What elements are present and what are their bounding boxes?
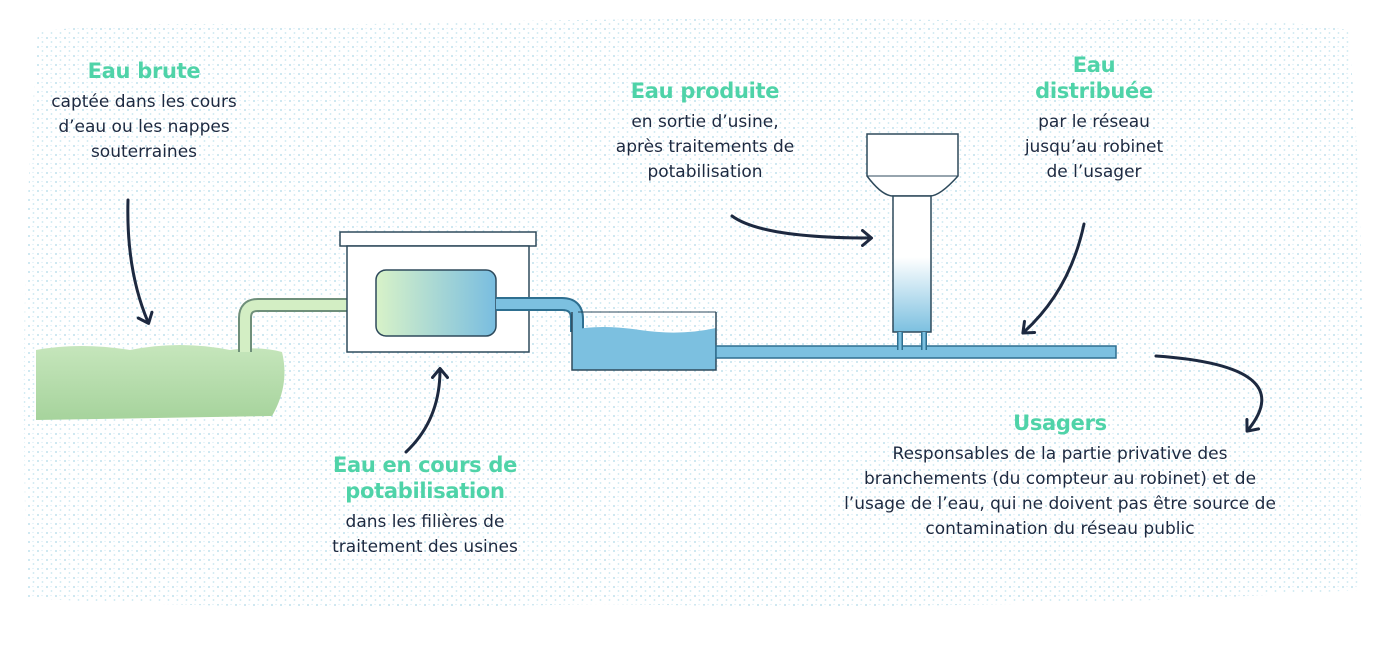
label-raw-water-title: Eau brute [87,59,201,83]
reservoir-basin [571,311,717,371]
label-produced: Eau produite en sortie d’usine, après tr… [580,78,830,185]
label-distributed-description: par le réseau jusqu’au robinet de l’usag… [1024,112,1164,182]
label-treatment-description: dans les filières de traitement des usin… [332,512,518,557]
label-treatment: Eau en cours de potabilisation dans les … [290,452,560,560]
label-produced-title: Eau produite [630,79,780,103]
label-produced-description: en sortie d’usine, après traitements de … [615,112,795,182]
water-tower [866,133,959,350]
label-treatment-title: Eau en cours de potabilisation [332,453,518,503]
label-raw-water: Eau brute captée dans les cours d’eau ou… [26,58,262,165]
dotted-background [23,18,1363,607]
label-distributed: Eau distribuée par le réseau jusqu’au ro… [1004,52,1184,185]
label-users-title: Usagers [1013,411,1107,435]
label-raw-water-description: captée dans les cours d’eau ou les nappe… [51,92,237,162]
label-users: Usagers Responsables de la partie privat… [800,410,1320,542]
grass-ground [36,345,285,420]
label-distributed-title: Eau distribuée [1035,53,1153,103]
arrow-distributed [1021,222,1086,335]
filter-tank [375,269,497,337]
arrow-produced [730,214,873,247]
arrow-raw-water [126,198,154,325]
intake-pipe [238,298,376,352]
arrow-users [1154,354,1264,433]
plant-outlet-pipe [496,297,584,332]
distribution-pipe [715,345,1117,359]
treatment-plant [339,231,537,353]
arrow-treatment [404,367,449,454]
label-users-description: Responsables de la partie privative des … [844,444,1276,539]
